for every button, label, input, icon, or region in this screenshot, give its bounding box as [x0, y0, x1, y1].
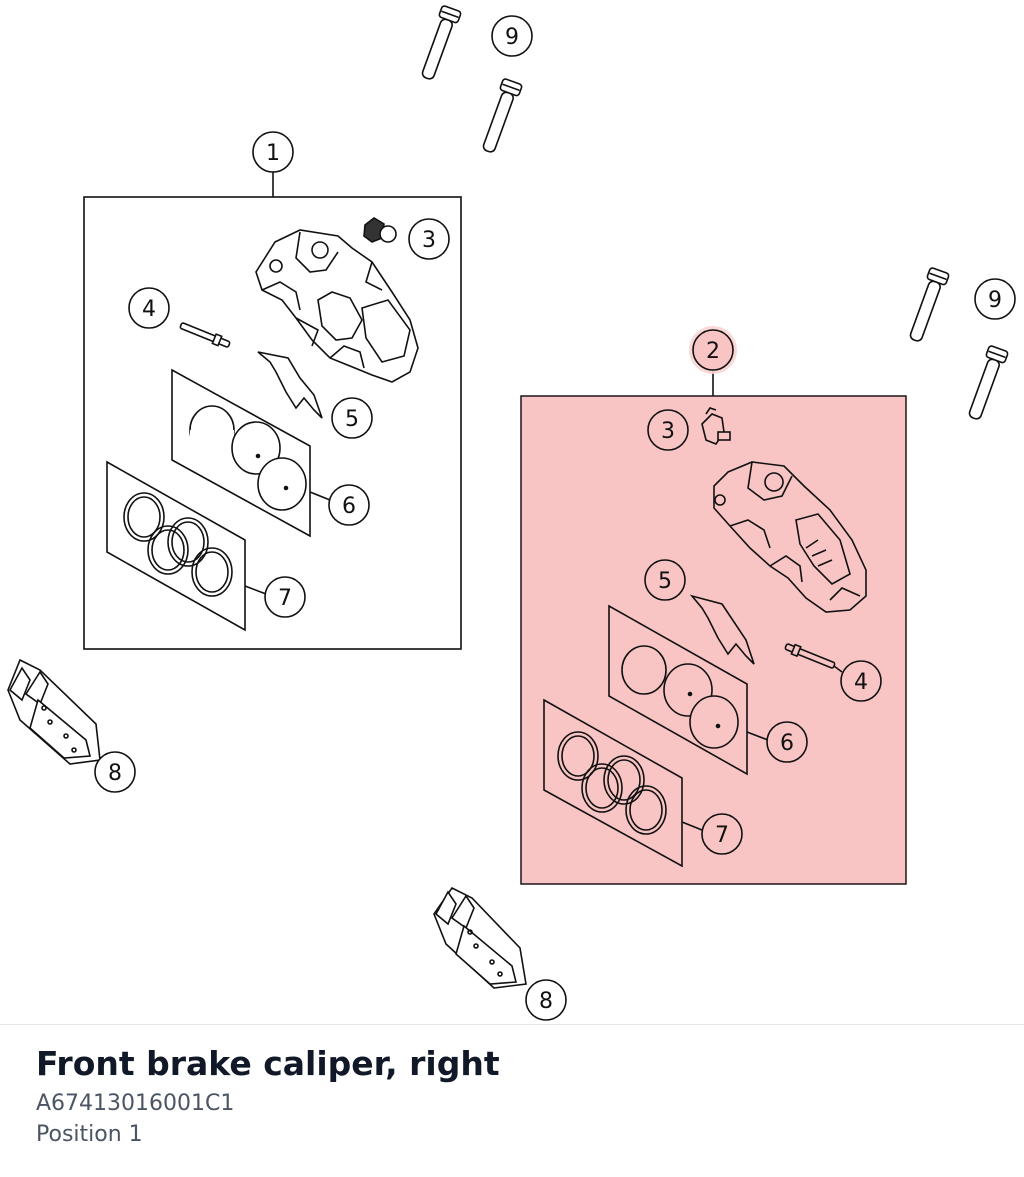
callout-4-right[interactable]: 4 [840, 660, 882, 702]
callout-3-right[interactable]: 3 [647, 409, 689, 451]
svg-text:5: 5 [658, 569, 672, 594]
svg-text:3: 3 [422, 228, 436, 253]
bleeder-valve-left [363, 217, 397, 243]
callout-4-left[interactable]: 4 [128, 287, 170, 329]
callout-9-right[interactable]: 9 [974, 278, 1016, 320]
svg-text:8: 8 [108, 761, 122, 786]
svg-text:4: 4 [854, 670, 868, 695]
svg-text:9: 9 [505, 25, 519, 50]
caliper-body-left [255, 229, 419, 383]
svg-text:2: 2 [706, 339, 720, 364]
spring-left [257, 351, 323, 419]
piston-set-right [608, 604, 769, 776]
part-position: Position 1 [36, 1122, 143, 1147]
part-number: A67413016001C1 [36, 1091, 235, 1116]
callout-1[interactable]: 1 [252, 131, 294, 173]
caliper-bolt-part-9-right[interactable] [905, 267, 1009, 421]
callout-6-left[interactable]: 6 [328, 484, 370, 526]
callout-9-top[interactable]: 9 [491, 15, 533, 57]
seal-set-right [543, 698, 703, 868]
callout-5-right[interactable]: 5 [644, 559, 686, 601]
seal-set-left [106, 460, 267, 632]
svg-text:4: 4 [142, 297, 156, 322]
callout-3-left[interactable]: 3 [408, 218, 450, 260]
svg-text:6: 6 [780, 731, 794, 756]
pin-right [784, 643, 836, 669]
callout-7-left[interactable]: 7 [264, 576, 306, 618]
caliper-kit-right-part-2[interactable] [520, 371, 907, 885]
svg-text:9: 9 [988, 288, 1002, 313]
part-caption: Front brake caliper, right A67413016001C… [36, 1040, 988, 1150]
bleeder-valve-right [701, 407, 731, 445]
svg-text:3: 3 [661, 419, 675, 444]
svg-text:7: 7 [278, 586, 292, 611]
brake-pads-bottom-part-8[interactable] [433, 886, 527, 989]
callout-5-left[interactable]: 5 [331, 397, 373, 439]
callout-2-highlighted[interactable]: 2 [689, 326, 737, 374]
pin-left [179, 322, 231, 348]
svg-text:8: 8 [539, 989, 553, 1014]
exploded-parts-diagram: 9 1 3 4 5 6 7 8 [7, 5, 1016, 1021]
callout-7-right[interactable]: 7 [701, 813, 743, 855]
caption-divider [0, 1024, 1024, 1025]
caliper-kit-left-part-1[interactable] [83, 172, 462, 650]
brake-pads-left-part-8[interactable] [7, 658, 101, 765]
caliper-body-right [713, 461, 867, 613]
svg-text:7: 7 [715, 823, 729, 848]
caliper-bolt-part-9[interactable] [417, 5, 523, 154]
piston-set-left [171, 368, 331, 538]
svg-text:6: 6 [342, 494, 356, 519]
callout-8-left[interactable]: 8 [94, 751, 136, 793]
callout-8-bottom[interactable]: 8 [525, 979, 567, 1021]
callout-6-right[interactable]: 6 [766, 721, 808, 763]
part-title: Front brake caliper, right [36, 1044, 500, 1083]
spring-right [689, 594, 755, 665]
svg-text:1: 1 [266, 141, 280, 166]
svg-text:5: 5 [345, 407, 359, 432]
